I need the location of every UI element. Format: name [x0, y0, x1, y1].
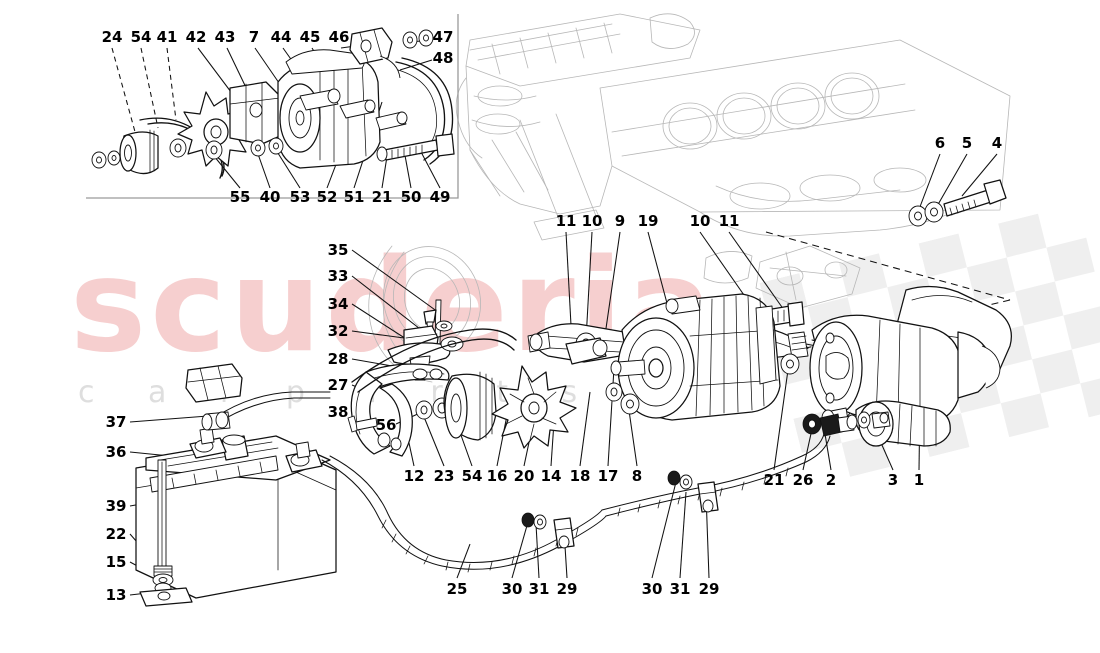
callout-34-30: 34	[327, 295, 349, 313]
callout-52-14: 52	[316, 188, 338, 206]
callout-21-51: 21	[763, 471, 785, 489]
callout-20-46: 20	[513, 467, 535, 485]
callout-29-59: 29	[556, 580, 578, 598]
callout-43-4: 43	[214, 28, 236, 46]
callout-19-22: 19	[637, 212, 659, 230]
callout-15-40: 15	[105, 553, 127, 571]
callout-14-47: 14	[540, 467, 562, 485]
callout-13-41: 13	[105, 586, 127, 604]
callout-22-39: 22	[105, 525, 127, 543]
callout-42-3: 42	[185, 28, 207, 46]
callout-5-26: 5	[961, 134, 973, 152]
callout-40-12: 40	[259, 188, 281, 206]
callout-12-42: 12	[403, 467, 425, 485]
callout-54-44: 54	[461, 467, 483, 485]
callout-47-9: 47	[432, 28, 454, 46]
callout-8-50: 8	[631, 467, 643, 485]
callout-41-2: 41	[156, 28, 178, 46]
callout-35-28: 35	[327, 241, 349, 259]
callout-9-21: 9	[614, 212, 626, 230]
callout-45-7: 45	[299, 28, 321, 46]
callout-56-35: 56	[375, 416, 397, 434]
callout-29-62: 29	[698, 580, 720, 598]
callout-11-24: 11	[718, 212, 740, 230]
callout-54-1: 54	[130, 28, 152, 46]
callout-50-17: 50	[400, 188, 422, 206]
callout-55-11: 55	[229, 188, 251, 206]
callout-48-10: 48	[432, 49, 454, 67]
callout-37-36: 37	[105, 413, 127, 431]
callout-36-37: 36	[105, 443, 127, 461]
callout-6-25: 6	[934, 134, 946, 152]
callout-4-27: 4	[991, 134, 1003, 152]
callout-49-18: 49	[429, 188, 451, 206]
callout-38-34: 38	[327, 403, 349, 421]
callout-44-6: 44	[270, 28, 292, 46]
callout-10-20: 10	[581, 212, 603, 230]
callout-39-38: 39	[105, 497, 127, 515]
callout-1-55: 1	[913, 471, 925, 489]
callout-17-49: 17	[597, 467, 619, 485]
callout-27-33: 27	[327, 376, 349, 394]
callout-11-19: 11	[555, 212, 577, 230]
callout-32-31: 32	[327, 322, 349, 340]
callout-28-32: 28	[327, 350, 349, 368]
callout-24-0: 24	[101, 28, 123, 46]
callout-30-57: 30	[501, 580, 523, 598]
callout-25-56: 25	[446, 580, 468, 598]
callout-16-45: 16	[486, 467, 508, 485]
callout-21-16: 21	[371, 188, 393, 206]
callout-23-43: 23	[433, 467, 455, 485]
callout-51-15: 51	[343, 188, 365, 206]
callout-30-60: 30	[641, 580, 663, 598]
callout-3-54: 3	[887, 471, 899, 489]
callout-31-58: 31	[528, 580, 550, 598]
callout-2-53: 2	[825, 471, 837, 489]
callout-31-61: 31	[669, 580, 691, 598]
callout-18-48: 18	[569, 467, 591, 485]
callout-26-52: 26	[792, 471, 814, 489]
callout-10-23: 10	[689, 212, 711, 230]
callout-53-13: 53	[289, 188, 311, 206]
callout-33-29: 33	[327, 267, 349, 285]
callout-7-5: 7	[248, 28, 260, 46]
callout-46-8: 46	[328, 28, 350, 46]
